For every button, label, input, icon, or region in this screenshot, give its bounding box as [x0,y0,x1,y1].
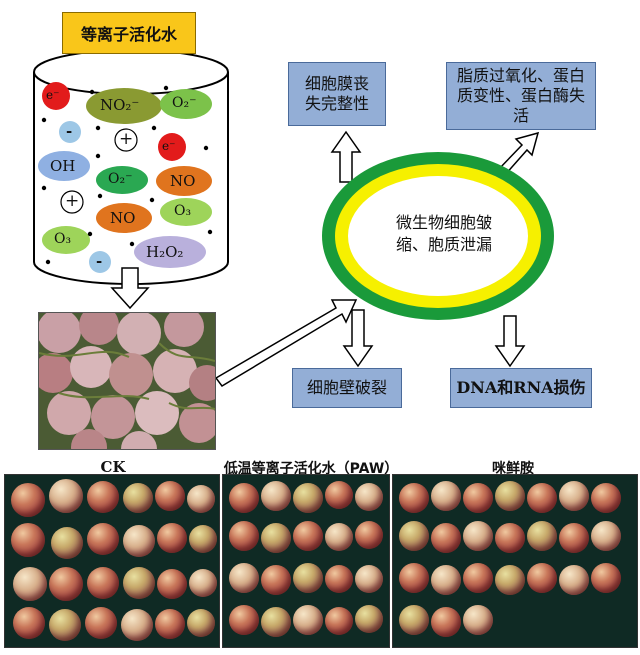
electron-1 [42,82,70,110]
effect-dna-rna: DNA和RNA损伤 [450,368,592,408]
arrow-tank-to-fruit [110,267,150,310]
minus-label-1: - [66,122,73,140]
no-label-1: NO [170,172,196,190]
plus-label-1: + [119,129,134,149]
cell-ring-inner [348,176,528,296]
group-label-paw: 低温等离子活化水（PAW） [223,461,399,477]
arrow-fruit-to-ring [214,299,358,387]
particle-dots [41,85,213,265]
plasma-water-title: 等离子活化水 [62,12,196,54]
no-molecule-2 [96,203,152,233]
lychee-photo-top [38,312,216,450]
arrow-to-membrane [330,130,362,183]
group-label-ck: CK [100,458,126,476]
arrow-to-wall [342,309,374,368]
effect-cell-wall: 细胞壁破裂 [292,368,402,408]
no2-label: NO₂⁻ [100,96,140,114]
plus-ion-2 [60,190,84,214]
cell-damage-text: 微生物细胞皱缩、胞质泄漏 [395,213,492,254]
no-label-2: NO [110,209,136,227]
panel-paw [222,474,390,648]
arrow-to-dna [494,315,526,368]
panel-prochloraz [392,474,638,648]
h2o2-label: H₂O₂ [146,243,184,261]
minus-label-2: - [96,252,103,270]
no-molecule-1 [156,166,212,196]
oh-label: OH [50,157,76,175]
o2-ion-1 [160,89,212,119]
o3-label-2: O₃ [54,231,72,247]
plus-ion-1 [114,128,138,152]
o3-molecule-1 [160,198,212,226]
effect-lipid-protein: 脂质过氧化、蛋白质变性、蛋白酶失活 [446,62,596,130]
effect-membrane: 细胞膜丧失完整性 [288,62,386,126]
o3-label-1: O₃ [174,203,192,219]
minus-ion-2 [89,251,111,273]
oh-radical [38,151,90,181]
minus-ion-1 [59,121,81,143]
h2o2-molecule [134,236,206,268]
panel-ck [4,474,220,648]
o2-ion-2 [96,166,148,194]
electron-label-2: e⁻ [162,139,176,153]
electron-label-1: e⁻ [46,88,60,102]
o2-label-2: O₂⁻ [108,171,133,187]
no2-ion [86,88,162,124]
o2-label-1: O₂⁻ [172,95,197,111]
group-label-prochloraz: 咪鲜胺 [492,461,534,477]
plus-label-2: + [65,191,80,211]
o3-molecule-2 [42,226,90,254]
electron-2 [158,133,186,161]
